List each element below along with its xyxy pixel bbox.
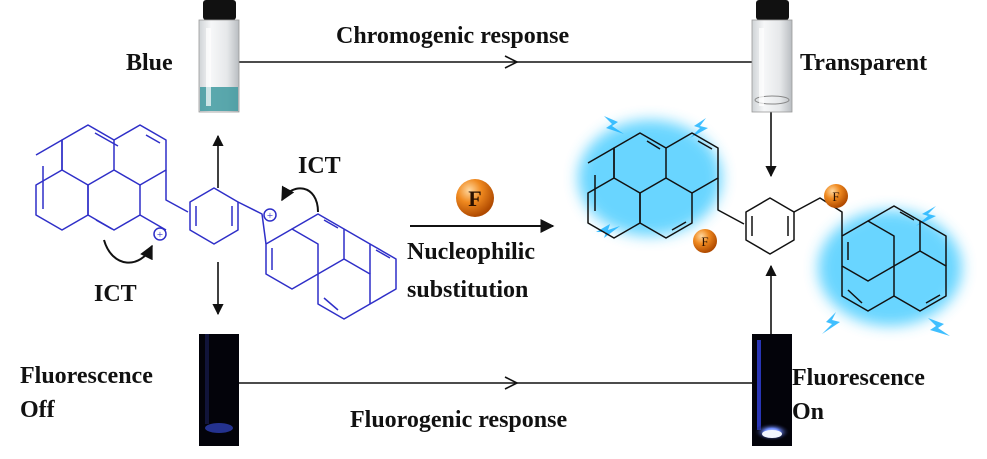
label-substitution: substitution [407,277,529,303]
vial-blue [198,0,240,113]
vial-transparent [751,0,793,113]
label-fluorescence-off-2: Off [20,397,55,423]
ict-arrow-left [103,239,153,264]
label-transparent: Transparent [800,50,928,76]
vial-fluorescence-off [199,334,239,446]
label-chromogenic: Chromogenic response [336,23,570,49]
svg-text:F: F [468,186,481,211]
label-nucleophilic: Nucleophilic [407,239,536,265]
ict-arrow-right [281,185,319,213]
vial-fluorescence-on [752,334,792,446]
lightning-icon [596,116,950,336]
fluorogenic-arrow [238,376,755,390]
product-fluoride-left: F [693,229,717,253]
svg-text:F: F [832,189,839,204]
label-ict-top: ICT [298,153,341,179]
product-structure [587,132,947,312]
svg-text:F: F [701,234,708,249]
fluoride-reagent: F [456,179,494,217]
charge-right: + [267,210,273,222]
label-blue: Blue [126,50,173,76]
product-fluoride-right: F [824,184,848,208]
dication-structure [35,124,397,320]
label-fluorogenic: Fluorogenic response [350,407,568,433]
label-fluorescence-on-1: Fluorescence [792,365,925,391]
label-ict-bottom: ICT [94,281,137,307]
label-fluorescence-on-2: On [792,399,825,425]
product-glow [578,120,962,326]
charge-left: + [157,229,163,241]
label-fluorescence-off-1: Fluorescence [20,363,153,389]
chromogenic-arrow [238,55,755,69]
